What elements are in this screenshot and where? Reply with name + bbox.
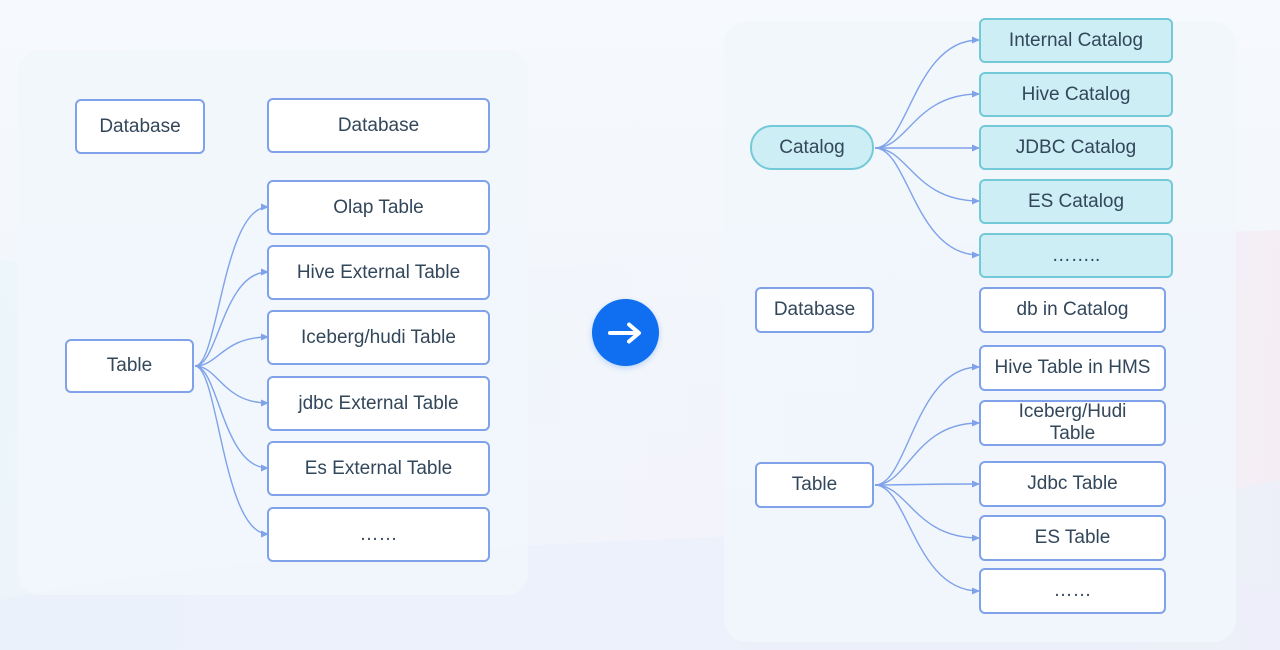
legacy-table-type-olap: Olap Table xyxy=(267,180,490,235)
legacy-database-target-box: Database xyxy=(267,98,490,153)
legacy-table-type-es: Es External Table xyxy=(267,441,490,496)
mc-table-type-jdbc: Jdbc Table xyxy=(979,461,1166,507)
catalog-type-more: …….. xyxy=(979,233,1173,278)
legacy-database-box: Database xyxy=(75,99,205,154)
mc-table-type-hive-hms: Hive Table in HMS xyxy=(979,345,1166,391)
transition-arrow xyxy=(592,299,659,366)
catalog-type-jdbc: JDBC Catalog xyxy=(979,125,1173,170)
db-in-catalog-box: db in Catalog xyxy=(979,287,1166,333)
legacy-table-type-iceberg-hudi: Iceberg/hudi Table xyxy=(267,310,490,365)
mc-database-box: Database xyxy=(755,287,874,333)
mc-table-box: Table xyxy=(755,462,874,508)
catalog-type-internal: Internal Catalog xyxy=(979,18,1173,63)
legacy-table-type-hive: Hive External Table xyxy=(267,245,490,300)
legacy-table-type-jdbc: jdbc External Table xyxy=(267,376,490,431)
catalog-type-es: ES Catalog xyxy=(979,179,1173,224)
mc-table-type-es: ES Table xyxy=(979,515,1166,561)
catalog-type-hive: Hive Catalog xyxy=(979,72,1173,117)
legacy-table-box: Table xyxy=(65,339,194,393)
legacy-table-type-more: …… xyxy=(267,507,490,562)
catalog-box: Catalog xyxy=(750,125,874,170)
mc-table-type-more: …… xyxy=(979,568,1166,614)
mc-table-type-iceberg-hudi: Iceberg/Hudi Table xyxy=(979,400,1166,446)
arrow-right-icon xyxy=(607,322,641,343)
